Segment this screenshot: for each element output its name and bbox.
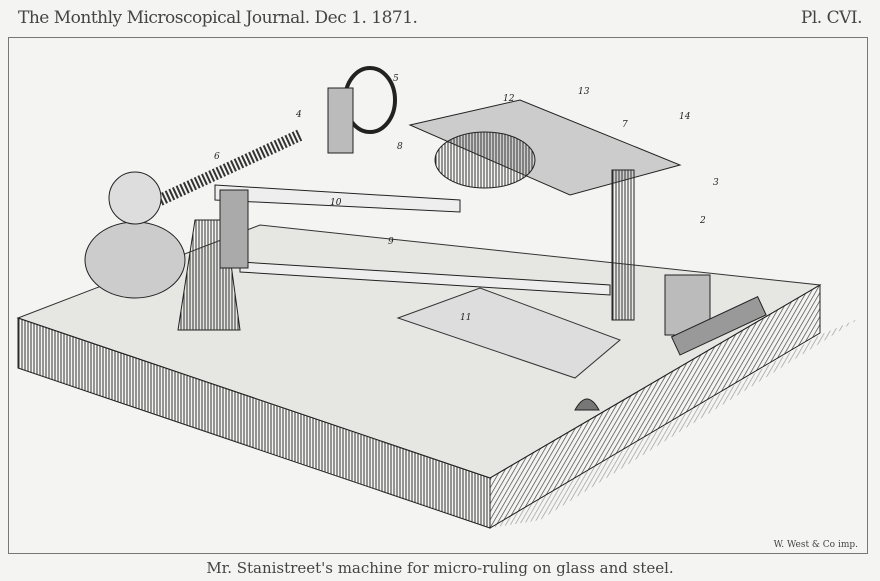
ruling-plate xyxy=(396,287,621,379)
glass-vessel xyxy=(84,221,186,299)
plate-number: Pl. CVI. xyxy=(800,8,863,28)
imprint: W. West & Co imp. xyxy=(773,540,858,550)
label-13: 13 xyxy=(578,87,590,97)
label-10: 10 xyxy=(330,198,342,208)
gear-wheel xyxy=(434,131,536,189)
knob xyxy=(574,398,600,411)
side-column xyxy=(219,189,249,269)
base-shadow xyxy=(490,318,860,528)
label-3: 3 xyxy=(713,178,719,188)
plate-frame xyxy=(8,37,868,554)
label-2: 2 xyxy=(700,216,706,226)
label-5: 5 xyxy=(393,74,399,84)
label-9: 9 xyxy=(388,237,394,247)
spindle-7 xyxy=(611,169,635,321)
label-6: 6 xyxy=(214,152,220,162)
caption: Mr. Stanistreet's machine for micro-ruli… xyxy=(206,559,674,577)
label-8: 8 xyxy=(397,142,403,152)
label-12: 12 xyxy=(503,94,515,104)
upright xyxy=(327,87,354,154)
base-right xyxy=(489,284,821,529)
label-14: 14 xyxy=(679,112,691,122)
arm-10 xyxy=(214,184,461,213)
label-7: 7 xyxy=(622,120,628,130)
label-4: 4 xyxy=(296,110,302,120)
glass-bulb xyxy=(108,171,162,225)
label-11: 11 xyxy=(460,313,472,323)
front-bar xyxy=(670,296,767,356)
long-arm xyxy=(239,261,611,296)
screw-6 xyxy=(157,129,303,206)
journal-title: The Monthly Microscopical Journal. Dec 1… xyxy=(18,8,418,28)
